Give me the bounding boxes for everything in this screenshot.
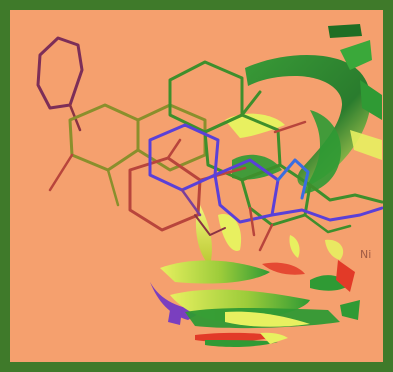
molecule-wireframes — [36, 36, 383, 252]
atom-label: Ni — [360, 248, 371, 261]
surface-lower-stack — [150, 260, 360, 347]
surface-right-ribbon — [245, 24, 382, 194]
molecular-overlay-figure: Ni — [36, 24, 383, 347]
